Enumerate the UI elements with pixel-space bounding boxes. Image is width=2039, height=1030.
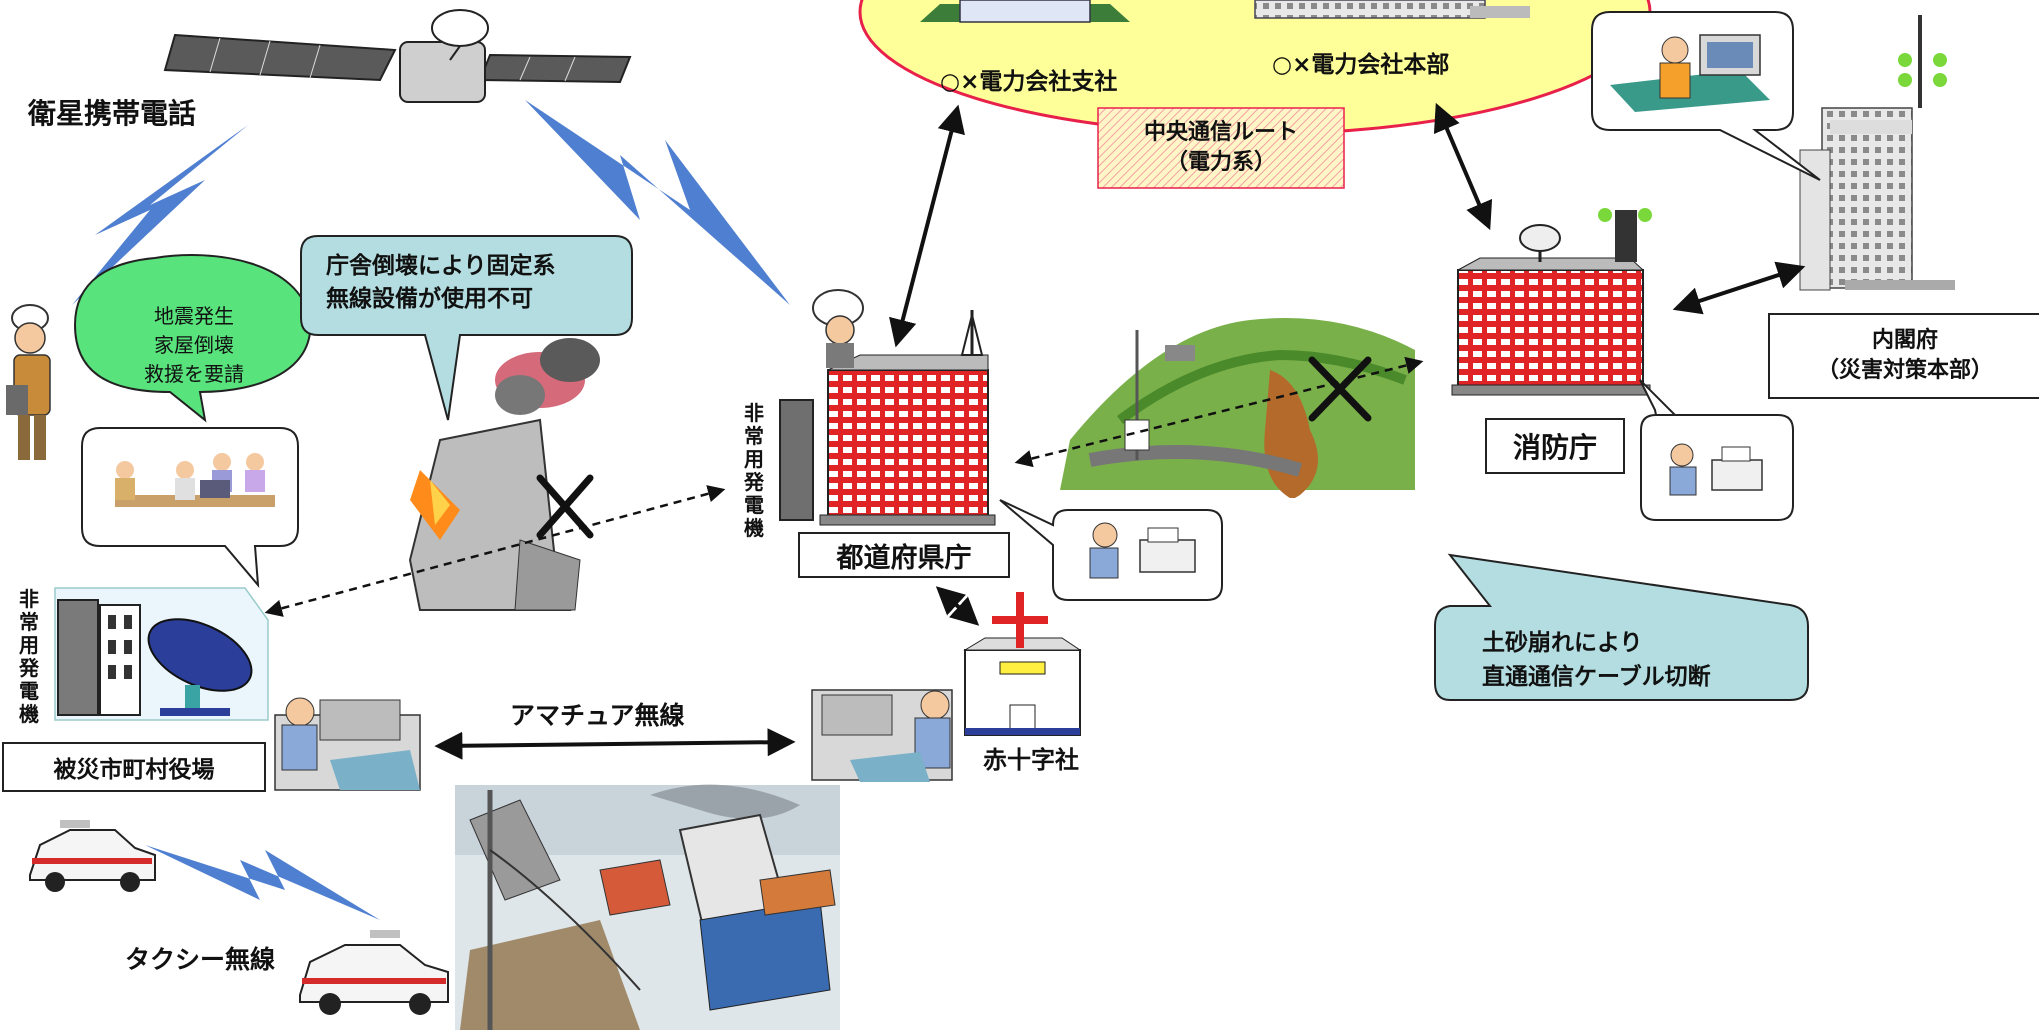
collapse-bubble [300, 235, 633, 421]
emergency-generator-label: 非常用発電機 [744, 401, 764, 540]
headquarters-building-icon [1254, 0, 1530, 19]
taxi-car-right-icon [299, 930, 449, 1015]
link-fire-cabinet [1672, 261, 1806, 315]
prefecture-building-icon [779, 310, 996, 526]
cabinet-office-building-icon [1799, 15, 1955, 291]
prefecture-label: 都道府県庁 [798, 532, 1010, 578]
red-cross-label: 赤十字社 [983, 746, 1079, 774]
fire-agency-fax-bubble [1639, 379, 1794, 521]
link-headquarters-fire [1433, 102, 1493, 231]
satellite-link-right-icon [525, 100, 790, 305]
fire-agency-building-icon [1451, 208, 1652, 396]
earthquake-bubble [73, 254, 312, 423]
fire-fax-operator-icon [1669, 443, 1763, 496]
landslide-bubble [1434, 553, 1809, 701]
red-cross-icon [992, 592, 1048, 648]
landslide-bubble-text: 土砂崩れにより 直通通信ケーブル切断 [1482, 630, 1711, 690]
fire-agency-label: 消防庁 [1485, 418, 1625, 474]
municipal-office-icon [54, 587, 269, 721]
link-prefecture-redcross [935, 586, 980, 626]
collapse-bubble-text: 庁舎倒壊により固定系 無線設備が使用不可 [326, 253, 556, 312]
amateur-radio-link [434, 728, 796, 760]
radio-operator-left-icon [274, 697, 421, 791]
central-route-label: 中央通信ルート （電力系） [1143, 120, 1298, 175]
meeting-people-icon [115, 453, 275, 507]
cabinet-operator-icon [1610, 34, 1770, 112]
prefecture-operator-icon [812, 289, 864, 368]
branch-label: ○×電力会社支社 [940, 69, 1118, 95]
taxi-link-icon [145, 845, 380, 920]
taxi-car-left-icon [29, 820, 156, 892]
radio-operator-right-icon [811, 689, 953, 782]
amateur-radio-label: アマチュア無線 [510, 701, 685, 730]
central-route-box [1097, 107, 1345, 189]
field-worker-icon [6, 304, 51, 460]
red-cross-building-icon [963, 637, 1082, 736]
satellite-phone-label: 衛星携帯電話 [28, 97, 197, 130]
satellite-icon [163, 9, 632, 103]
link-prefecture-branch [889, 104, 965, 348]
cabinet-office-label: 内閣府 （災害対策本部） [1768, 313, 2039, 399]
disaster-scene-image [455, 784, 840, 1030]
fax-operator-icon [1089, 522, 1196, 579]
satellite-link-left-icon [72, 125, 248, 305]
municipal-office-label: 被災市町村役場 [2, 742, 266, 792]
branch-building-icon [920, 0, 1130, 23]
headquarters-label: ○×電力会社本部 [1272, 52, 1450, 78]
emergency-generator-left-label: 非常用発電機 [19, 587, 39, 726]
earthquake-bubble-text: 地震発生 家屋倒壊 救援を要請 [144, 304, 244, 386]
taxi-radio-label: タクシー無線 [125, 945, 276, 974]
